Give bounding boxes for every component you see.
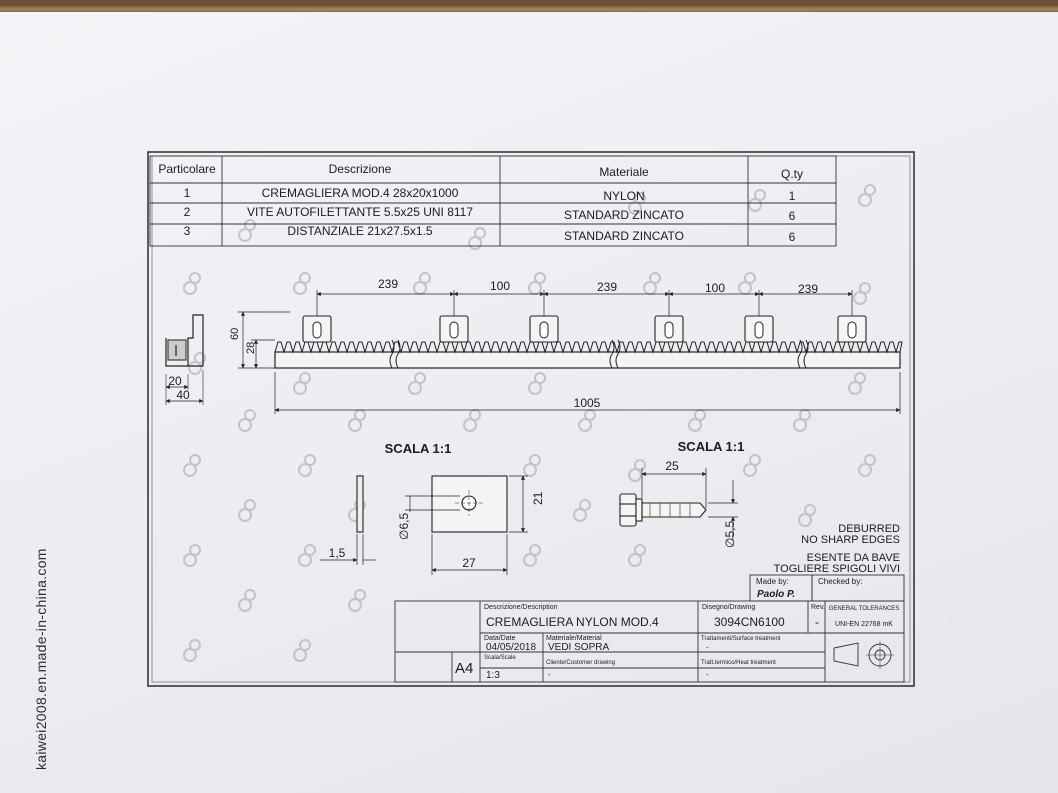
material-value: VEDI SOPRA bbox=[548, 642, 609, 653]
date-value: 04/05/2018 bbox=[486, 642, 536, 653]
heat-label: Tratt.termico/Heat treatment bbox=[701, 660, 776, 666]
tolerances-label: GENERAL TOLERANCES bbox=[829, 606, 900, 612]
scale-label: Scala/Scale bbox=[484, 655, 516, 661]
rack-side-profile bbox=[165, 314, 204, 405]
made-by-value: Paolo P. bbox=[757, 589, 795, 600]
drawing-frame bbox=[147, 151, 915, 687]
dim-spacer-height: 21 bbox=[531, 491, 545, 505]
table-row-1-desc: CREMAGLIERA MOD.4 28x20x1000 bbox=[262, 186, 459, 200]
dim-height-rack: 28 bbox=[245, 342, 257, 354]
table-row-2-material: STANDARD ZINCATO bbox=[564, 208, 684, 222]
scale-label-spacer: SCALA 1:1 bbox=[385, 441, 452, 456]
spacer-side-view bbox=[356, 475, 364, 533]
checked-by-label: Checked by: bbox=[818, 577, 862, 586]
heat-value: - bbox=[706, 670, 709, 679]
table-row-3-material: STANDARD ZINCATO bbox=[564, 229, 684, 243]
table-row-1-part: 1 bbox=[184, 186, 191, 200]
dim-height-total: 60 bbox=[229, 328, 241, 340]
note-deburred: DEBURRED bbox=[838, 523, 900, 535]
rev-label: Rev. bbox=[811, 604, 825, 611]
table-header-particolare: Particolare bbox=[158, 162, 216, 176]
dim-spacing-5: 239 bbox=[798, 282, 818, 296]
projection-symbol-icon bbox=[833, 641, 894, 669]
client-value: - bbox=[548, 670, 551, 679]
note-esente-da-bave: ESENTE DA BAVE bbox=[807, 552, 900, 564]
note-no-sharp-edges: NO SHARP EDGES bbox=[801, 534, 900, 546]
table-header-materiale: Materiale bbox=[599, 165, 649, 179]
dim-total-length: 1005 bbox=[574, 396, 601, 410]
dim-spacing-4: 100 bbox=[705, 281, 725, 295]
dim-profile-width: 40 bbox=[176, 388, 190, 402]
dim-spacing-3: 239 bbox=[597, 280, 617, 294]
note-togliere-spigoli: TOGLIERE SPIGOLI VIVI bbox=[774, 563, 900, 575]
spacer-front-view bbox=[431, 475, 508, 533]
side-watermark-text: kaiwei2008.en.made-in-china.com bbox=[33, 548, 49, 770]
description-value: CREMAGLIERA NYLON MOD.4 bbox=[486, 615, 659, 629]
dim-screw-diameter: ∅5,5 bbox=[723, 521, 737, 548]
treatment-value: - bbox=[706, 643, 709, 652]
table-row-3-qty: 6 bbox=[789, 230, 796, 244]
description-label: Descrizione/Description bbox=[484, 604, 558, 611]
format-value: A4 bbox=[455, 660, 473, 677]
table-row-1-material: NYLON bbox=[603, 189, 644, 203]
dim-spacer-hole: ∅6,5 bbox=[397, 513, 411, 540]
tolerances-value: UNI-EN 22768 mK bbox=[835, 621, 893, 628]
table-row-3-desc: DISTANZIALE 21x27.5x1.5 bbox=[287, 224, 433, 238]
table-row-1-qty: 1 bbox=[789, 189, 796, 203]
dim-spacing-1: 239 bbox=[378, 277, 398, 291]
table-row-2-desc: VITE AUTOFILETTANTE 5.5x25 UNI 8117 bbox=[247, 205, 473, 219]
made-by-label: Made by: bbox=[756, 577, 789, 586]
table-header-descrizione: Descrizione bbox=[329, 162, 392, 176]
table-header-qty: Q.ty bbox=[781, 167, 803, 181]
dim-spacer-width: 27 bbox=[462, 556, 476, 570]
title-block bbox=[394, 574, 905, 683]
drawing-label: Disegno/Drawing bbox=[702, 604, 755, 611]
scale-label-screw: SCALA 1:1 bbox=[678, 439, 745, 454]
table-row-3-part: 3 bbox=[184, 224, 191, 238]
gear-rack bbox=[274, 315, 903, 369]
treatment-label: Trattamenti/Surface treatment bbox=[701, 636, 781, 642]
material-label: Materiale/Material bbox=[546, 635, 602, 642]
parts-table bbox=[149, 155, 837, 247]
rev-value: - bbox=[815, 615, 819, 629]
screw-view bbox=[619, 493, 707, 527]
table-row-2-qty: 6 bbox=[789, 209, 796, 223]
table-row-2-part: 2 bbox=[184, 205, 191, 219]
dim-profile-inner: 20 bbox=[168, 374, 182, 388]
scale-value: 1:3 bbox=[486, 670, 500, 681]
drawing-number: 3094CN6100 bbox=[714, 615, 785, 629]
dim-screw-length: 25 bbox=[665, 459, 679, 473]
client-label: Cliente/Customer drawing bbox=[546, 660, 615, 666]
date-label: Data/Date bbox=[484, 635, 516, 642]
dim-spacer-thickness: 1,5 bbox=[329, 546, 346, 560]
dim-spacing-2: 100 bbox=[490, 279, 510, 293]
